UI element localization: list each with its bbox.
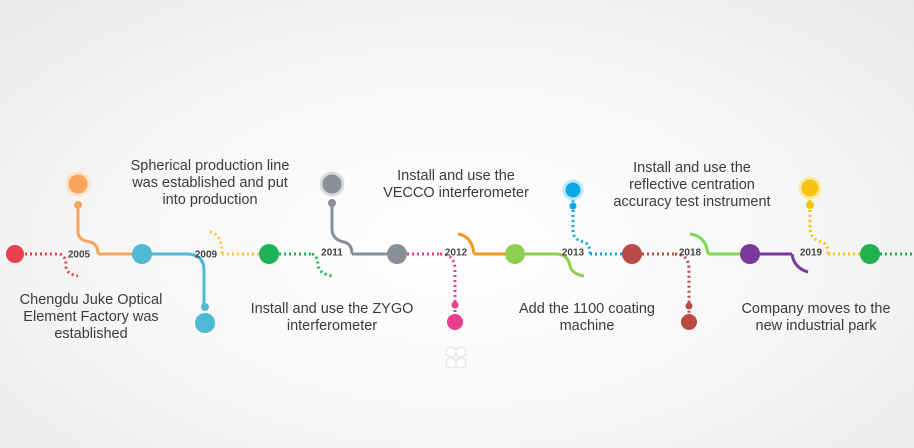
connector-2011-in: [311, 252, 333, 278]
pin-2005-base: [74, 201, 82, 209]
milestone-2019-text: Company moves to the new industrial park: [741, 301, 891, 334]
node: [387, 244, 407, 264]
pin-2009: [195, 313, 215, 333]
year-label: 2005: [67, 249, 91, 261]
milestone-2012-text: Install and use the VECCO interferometer: [383, 168, 529, 201]
connector-2012-out: [457, 232, 476, 255]
pin-2009-base: [201, 303, 209, 311]
connector-2012-in: [439, 252, 457, 318]
milestone-2013-text: Add the 1100 coating machine: [519, 301, 655, 334]
connector-2013-in: [555, 252, 585, 278]
year-label: 2019: [799, 247, 823, 259]
year-connectors: [59, 200, 830, 318]
year-label: 2013: [561, 247, 585, 259]
milestone-2018-text: Install and use the reflective centratio…: [613, 160, 771, 210]
node: [505, 244, 525, 264]
year-label: 2012: [444, 247, 468, 259]
node: [622, 244, 642, 264]
connector-2009-in: [185, 252, 206, 305]
milestone-2009-zygo-text: Install and use the ZYGO interferometer: [250, 301, 414, 334]
milestone-2009-line-text: Spherical production line was establishe…: [130, 158, 290, 208]
connector-2005-in: [59, 252, 79, 278]
node: [860, 244, 880, 264]
pin-2005: [65, 171, 91, 197]
connector-2019-in: [790, 253, 809, 274]
four-circles-logo-icon: [445, 346, 467, 369]
connector-2005-out: [76, 205, 100, 255]
pin-2013: [562, 179, 584, 201]
pin-2011: [319, 171, 345, 197]
node: [132, 244, 152, 264]
pin-2019-base: [806, 201, 814, 209]
pin-2013-base: [569, 202, 577, 210]
pin-2012: [447, 314, 463, 330]
pin-2019: [798, 176, 822, 200]
connector-2018-out: [689, 232, 710, 255]
pin-2011-base: [328, 199, 336, 207]
node-start: [6, 245, 24, 263]
connector-2011-out: [330, 200, 354, 255]
milestone-2005-text: Chengdu Juke Optical Element Factory was…: [19, 292, 163, 342]
node: [740, 244, 760, 264]
year-label: 2018: [678, 247, 702, 259]
year-label: 2011: [321, 247, 343, 259]
connector-2019-out: [808, 200, 830, 255]
connector-2009-out: [209, 230, 224, 255]
year-label: 2009: [194, 249, 218, 261]
pin-markers: [65, 171, 822, 333]
timeline-nodes: [6, 244, 880, 264]
pin-2012-base: [451, 301, 459, 309]
pin-2018-base: [685, 302, 693, 310]
node: [259, 244, 279, 264]
pin-2018: [681, 314, 697, 330]
